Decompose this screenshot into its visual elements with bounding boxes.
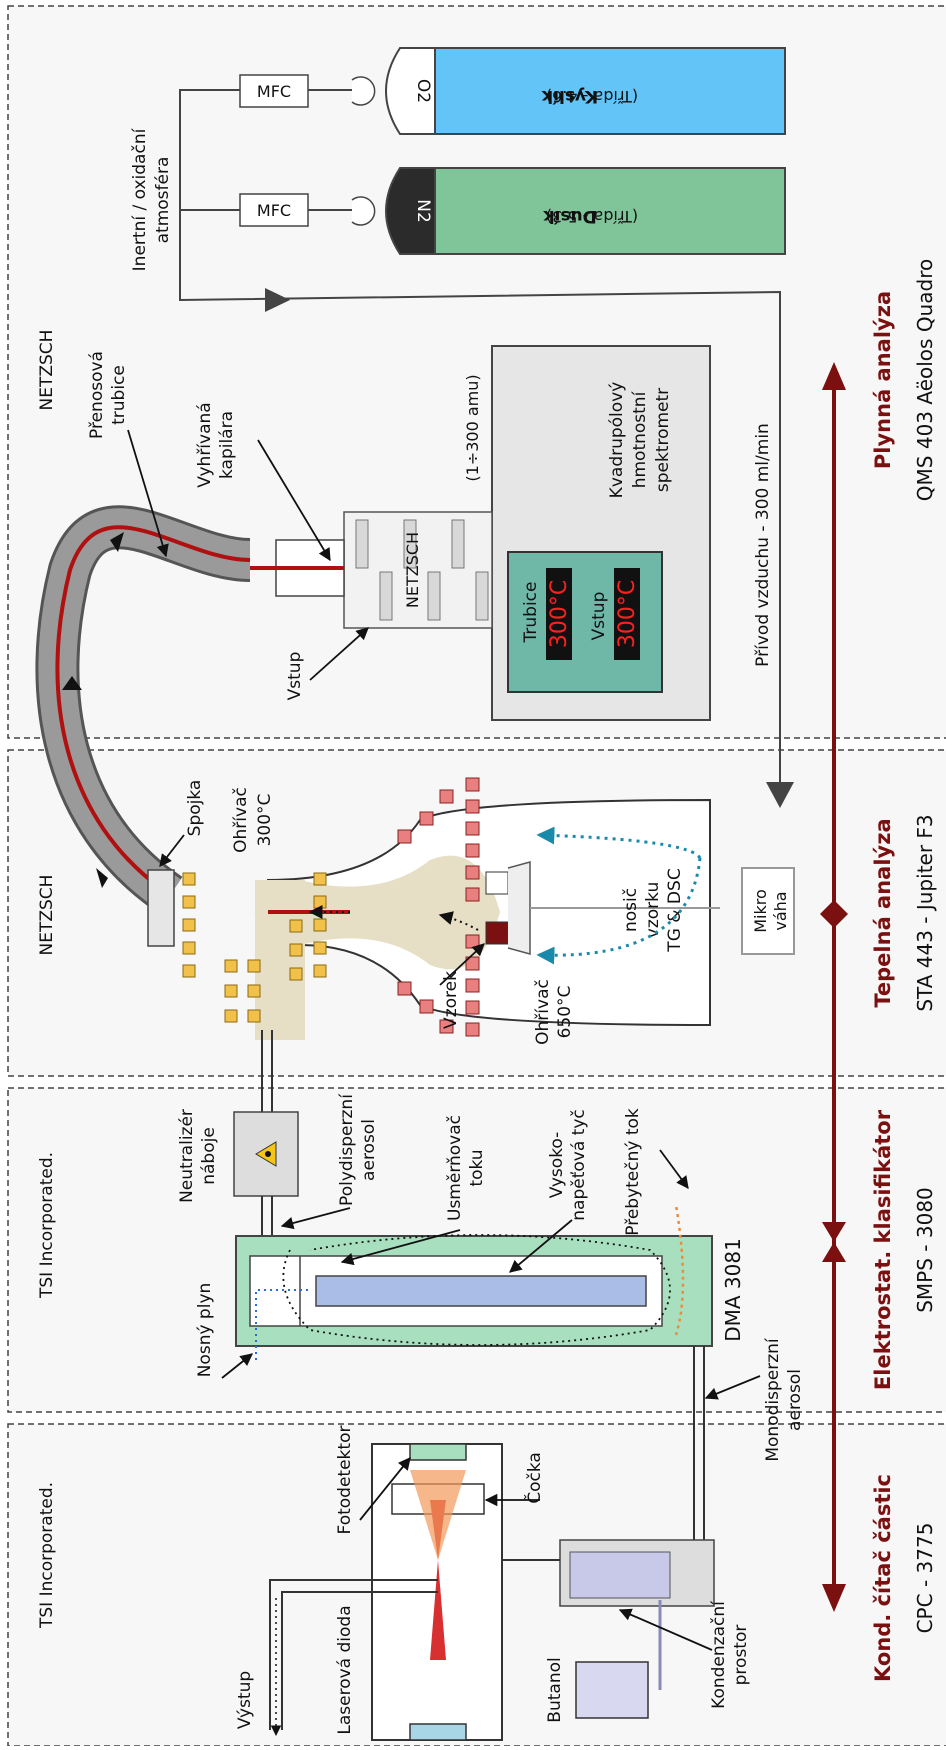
mfc-label: MFC (257, 201, 291, 220)
qms-spectrometer: (1÷300 amu) Kvadrupólový hmotnostní spek… (195, 345, 711, 721)
photodetector-label: Fotodetektor (335, 1426, 355, 1535)
spectrometer-label: spektrometr (653, 388, 673, 492)
sample-label: Vzorek (441, 971, 461, 1029)
lens-label: Čočka (523, 1452, 545, 1504)
neutralizer (233, 1111, 299, 1197)
transfer-tube-label: trubice (109, 365, 129, 425)
transfer-tube: Přenosová trubice (35, 351, 252, 914)
section-axis (820, 362, 848, 1612)
n2-bottle-cap (385, 167, 436, 255)
company-label-smps: TSI Incorporated. (37, 1152, 57, 1299)
o2-name: Kyslík (541, 86, 598, 106)
inlet-temp: 300°C (615, 580, 640, 648)
mono-aerosol-label: aerosol (785, 1369, 805, 1431)
atmosphere-label: atmosféra (153, 157, 173, 244)
o2-bottle-cap (385, 47, 436, 135)
balance-label: váha (771, 891, 790, 930)
atmosphere-label: Inertní / oxidační (130, 127, 150, 271)
sample-crucible (485, 921, 509, 945)
heater-300-label: 300°C (255, 794, 275, 847)
laser-diode (409, 1723, 467, 1741)
section-title-cpc: Kond. čítač částic (871, 1474, 895, 1682)
heater-300 (182, 872, 327, 1023)
excess-flow-label: Přebytečný tok (623, 1108, 643, 1236)
heater-650-label: Ohřívač (533, 979, 553, 1045)
section-instrument-gas: QMS 403 Aëolos Quadro (913, 259, 937, 501)
dma-label: DMA 3081 (721, 1238, 745, 1342)
heater-650-label: 650°C (555, 986, 575, 1039)
o2-bottle (434, 47, 786, 135)
section-title-gas: Plynná analýza (871, 291, 895, 469)
carrier-label: TG & DSC (665, 868, 685, 952)
n2-bottle (434, 167, 786, 255)
capillary-label: kapilára (217, 411, 237, 479)
section-instrument-smps: SMPS - 3080 (913, 1187, 937, 1313)
inlet-label: Vstup (285, 652, 305, 701)
sta-furnace: Spojka Ohřívač 300°C (147, 777, 795, 1045)
condensation-label: prostor (731, 1625, 751, 1686)
section-title-thermal: Tepelná analýza (871, 818, 895, 1007)
o2-bottle-valve (351, 76, 376, 106)
spectrometer-range: (1÷300 amu) (463, 374, 482, 481)
reference-crucible (485, 871, 509, 895)
condensation-label: Kondenzační (709, 1600, 729, 1709)
spectrometer-label: hmotnostní (630, 390, 650, 488)
carrier-gas-label: Nosný plyn (195, 1283, 215, 1378)
heater-650 (397, 777, 480, 1037)
photodetector (409, 1443, 467, 1461)
inlet-temp-label: Vstup (589, 592, 609, 641)
n2-name: Dusík (543, 206, 597, 226)
butanol-label: Butanol (545, 1657, 565, 1722)
flow-straightener-label: toku (467, 1149, 487, 1186)
spectrometer-label: Kvadrupólový (607, 382, 627, 499)
n2-bottle-valve (351, 196, 376, 226)
coupling-label: Spojka (185, 780, 205, 837)
mono-aerosol-label: Monodisperzní (763, 1337, 783, 1462)
section-title-smps: Elektrostat. klasifikátor (871, 1109, 895, 1390)
cpc-counter: Fotodetektor Čočka Výstup Laserová dioda… (235, 1426, 751, 1741)
carrier-label: vzorku (643, 882, 663, 938)
qms-brand: NETZSCH (403, 532, 422, 608)
gas-supply: Inertní / oxidační atmosféra MFC MFC O2 … (130, 47, 794, 808)
n2-symbol: N2 (413, 199, 433, 223)
section-instrument-thermal: STA 443 - Jupiter F3 (913, 814, 937, 1011)
heater-300-label: Ohřívač (231, 787, 251, 853)
laser-label: Laserová dioda (335, 1605, 355, 1734)
balance-label: Mikro (751, 889, 770, 933)
qms-inlet-block (343, 511, 493, 629)
neutralizer-label: náboje (199, 1127, 219, 1185)
section-titles: Plynná analýza QMS 403 Aëolos Quadro Tep… (37, 259, 937, 1682)
section-instrument-cpc: CPC - 3775 (913, 1523, 937, 1634)
mfc-label: MFC (257, 82, 291, 101)
air-supply-label: Přívod vzduchu - 300 ml/min (753, 423, 773, 667)
coupling (147, 869, 175, 947)
transfer-tube-label: Přenosová (87, 351, 107, 439)
high-voltage-rod (315, 1275, 647, 1307)
flow-arrow (766, 782, 794, 808)
hv-rod-label: Vysoko- (547, 1132, 567, 1199)
butanol-tank (575, 1661, 649, 1719)
mfc-box-o2 (239, 74, 309, 108)
carrier-label: nosič (621, 888, 641, 932)
company-label-thermal: NETZSCH (37, 875, 57, 956)
o2-grade: (Třída - 4.6) (546, 87, 638, 106)
capillary-label: Vyhřívaná (195, 402, 215, 487)
micro-balance (741, 867, 795, 955)
neutralizer-label: Neutralizér (177, 1109, 197, 1203)
hv-rod-label: napěťová tyč (569, 1109, 589, 1220)
smps-classifier: Neutralizér náboje DMA 3081 Monodisperzn… (177, 1030, 805, 1550)
poly-aerosol-label: Polydisperzní (337, 1093, 357, 1206)
company-label-gas: NETZSCH (37, 330, 57, 411)
tube-label: Trubice (521, 582, 541, 644)
poly-aerosol-label: aerosol (359, 1119, 379, 1181)
n2-grade: (Třída - 5.3) (546, 207, 638, 226)
output-label: Výstup (235, 1671, 255, 1729)
laser-beam (430, 1560, 446, 1660)
company-label-cpc: TSI Incorporated. (37, 1482, 57, 1629)
flow-arrow (265, 288, 290, 312)
flow-straightener-label: Usměrňovač (445, 1115, 465, 1221)
tube-temp: 300°C (547, 580, 572, 648)
o2-symbol: O2 (413, 79, 433, 103)
